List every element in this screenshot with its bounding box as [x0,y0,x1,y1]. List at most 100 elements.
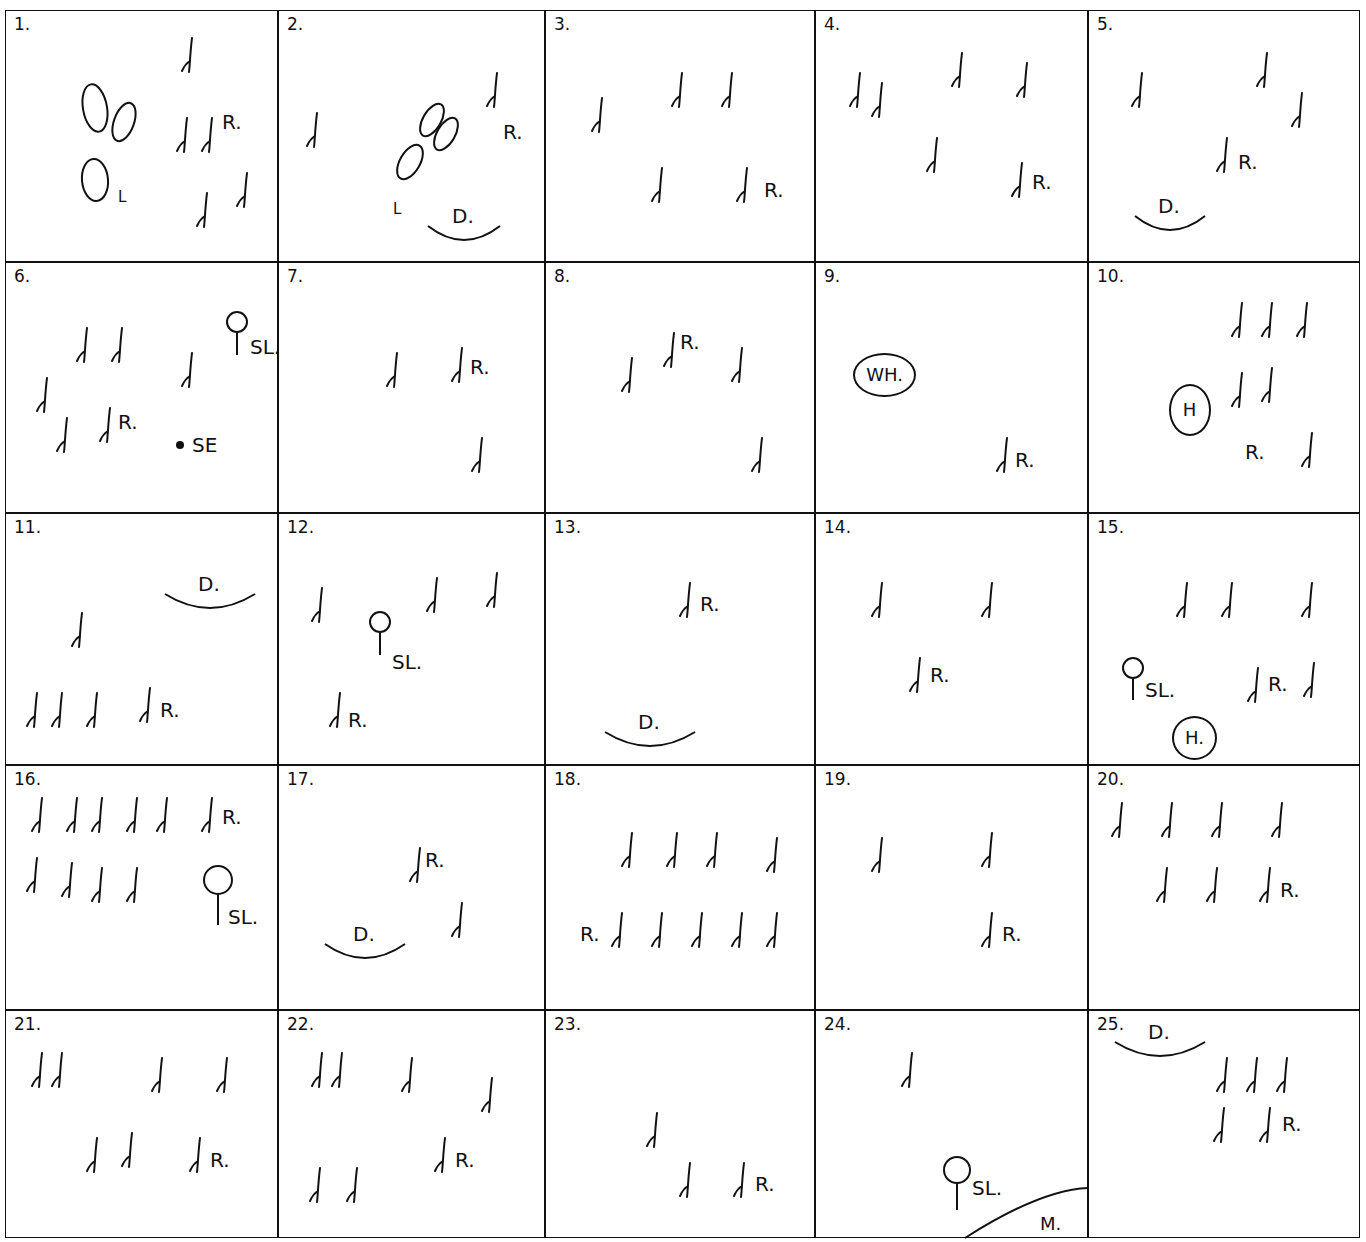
dot-symbol [176,441,184,449]
cell-number: 11. [14,517,41,537]
map-symbol-label: R. [1002,922,1022,946]
cell-number: 13. [554,517,581,537]
map-symbol-label: R. [348,708,368,732]
grass-tuft [664,333,674,367]
map-symbol-label: D. [1158,194,1180,218]
grass-tuft [330,693,340,727]
grass-tuft [387,353,397,387]
grass-tuft [62,863,72,897]
grass-tuft [57,418,67,452]
depression-bracket [325,944,405,958]
map-symbol-label: R. [680,330,700,354]
grass-tuft [732,913,742,947]
litter-blob [415,100,449,140]
cell-number: 8. [554,266,570,286]
grass-tuft [982,833,992,867]
quadrat-cell: 22. [278,1010,545,1238]
map-symbol-label: R. [503,120,523,144]
habitat-circle: WH. [853,353,916,397]
quadrat-cell: 17. [278,765,545,1010]
map-symbol-label: D. [452,204,474,228]
cell-number: 14. [824,517,851,537]
grass-tuft [1247,1058,1257,1092]
grass-tuft [1207,868,1217,902]
quadrat-cell: 9. WH. [815,262,1088,513]
map-symbol-label: R. [1282,1112,1302,1136]
map-symbol-label: R. [118,410,138,434]
circle-label: H. [1185,728,1204,748]
cell-number: 21. [14,1014,41,1034]
lollipop-head [370,612,390,632]
lollipop-symbol [227,312,247,355]
grass-tuft [737,168,747,202]
litter-blob [80,158,110,202]
grass-tuft [52,1053,62,1087]
map-symbol-label: R. [764,178,784,202]
map-symbol-label: R. [1015,448,1035,472]
grass-tuft [410,848,420,882]
grass-tuft [1272,803,1282,837]
map-symbol-label: D. [198,572,220,596]
grass-tuft [1157,868,1167,902]
litter-blob [429,114,463,154]
quadrat-cell: 10. H [1088,262,1360,513]
grass-tuft [487,73,497,107]
grass-tuft [1112,803,1122,837]
depression-bracket [605,732,695,746]
cell-number: 25. [1097,1014,1124,1034]
grass-tuft [72,613,82,647]
cell-number: 10. [1097,266,1124,286]
map-symbol-label: L [118,185,126,209]
grass-tuft [197,193,207,227]
grass-tuft [482,1078,492,1112]
grass-tuft [182,38,192,72]
grass-tuft [1177,583,1187,617]
map-symbol-label: R. [222,805,242,829]
cell-number: 22. [287,1014,314,1034]
lollipop-stem [217,894,219,925]
cell-number: 3. [554,14,570,34]
grass-tuft [850,73,860,107]
quadrat-cell: 11. [5,513,278,765]
quadrat-cell: 25. [1088,1010,1360,1238]
cell-number: 5. [1097,14,1113,34]
grass-tuft [177,118,187,152]
cell-number: 9. [824,266,840,286]
lollipop-stem [379,632,381,655]
grass-tuft [612,913,622,947]
grass-tuft [1217,138,1227,172]
map-symbol-label: SL. [392,650,422,674]
grass-tuft [680,1163,690,1197]
grass-tuft [140,688,150,722]
lollipop-symbol [944,1157,970,1210]
grass-tuft [910,658,920,692]
map-symbol-label: L [393,197,401,221]
grass-tuft [767,838,777,872]
quadrat-cell: 14. [815,513,1088,765]
circle-label: H [1183,400,1197,420]
grass-tuft [37,378,47,412]
grass-tuft [122,1133,132,1167]
cell-number: 6. [14,266,30,286]
litter-blob [79,82,111,133]
lollipop-head [204,866,232,894]
grass-tuft [982,583,992,617]
cell-number: 20. [1097,769,1124,789]
grass-tuft [1260,1108,1270,1142]
grass-tuft [1232,303,1242,337]
depression-bracket [1135,216,1205,230]
grass-tuft [32,1053,42,1087]
grass-tuft [622,358,632,392]
grass-tuft [1304,663,1314,697]
grass-tuft [1292,93,1302,127]
map-symbol-label: SL. [228,905,258,929]
grass-tuft [872,583,882,617]
quadrat-cell: 21. [5,1010,278,1238]
grass-tuft [722,73,732,107]
cell-number: 15. [1097,517,1124,537]
grass-tuft [87,1138,97,1172]
litter-blob [392,141,428,184]
grass-tuft [202,118,212,152]
